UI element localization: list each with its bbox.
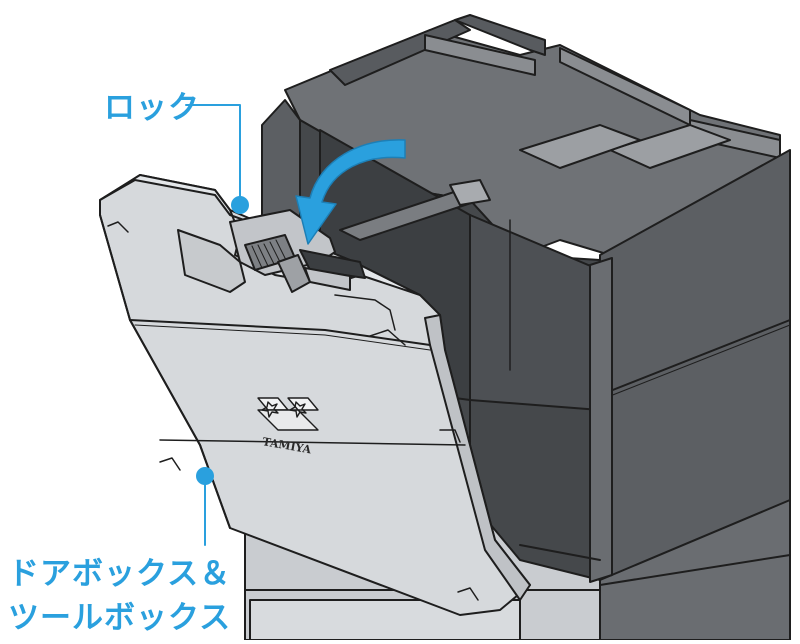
lock-label: ロック [104, 90, 200, 126]
callout-lock [185, 104, 249, 214]
rotate-direction-arrow [295, 139, 406, 245]
door-box-label-line1: ドアボックス＆ [8, 556, 232, 592]
dark-case [261, 14, 791, 583]
callout-door-box [196, 467, 214, 546]
door-box-label-line2: ツールボックス [8, 600, 232, 636]
